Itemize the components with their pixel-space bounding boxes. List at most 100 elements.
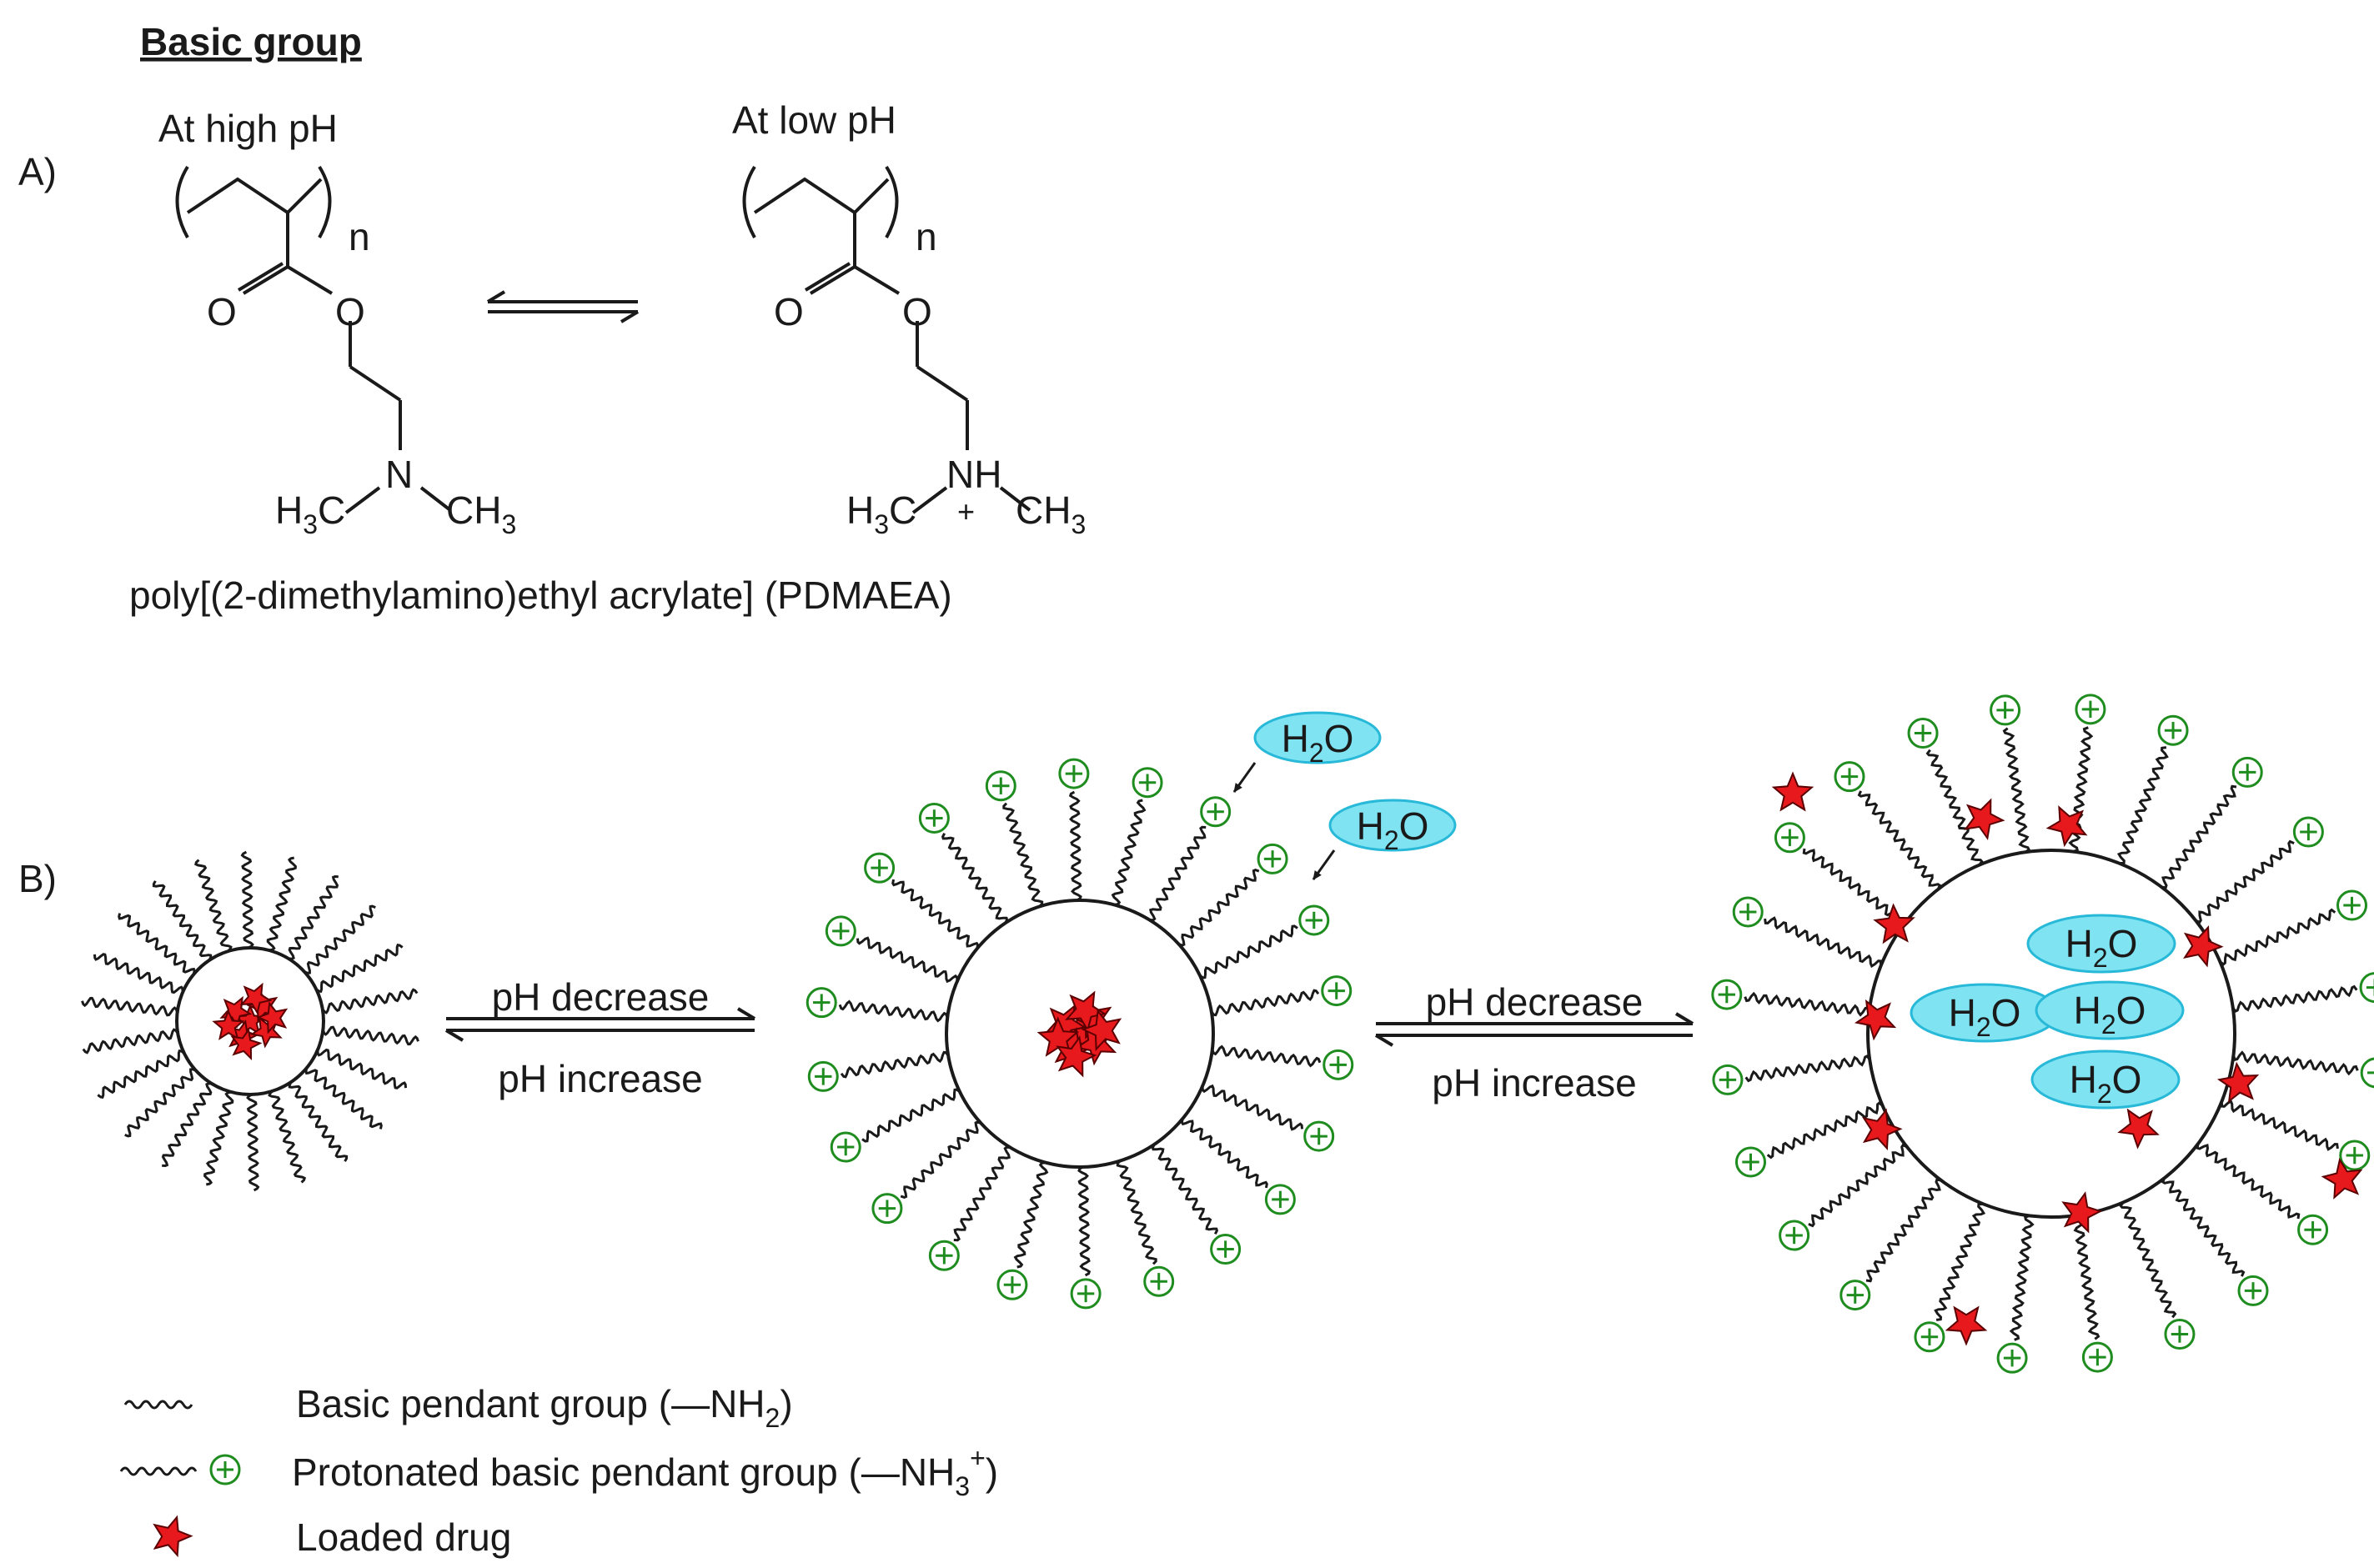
pendant-chain <box>118 913 196 975</box>
pendant-chain <box>82 1028 179 1055</box>
pendant-chain <box>1934 1202 1986 1321</box>
drug-star-icon <box>219 995 253 1029</box>
positive-charge-icon <box>1907 717 1939 749</box>
pendant-chain <box>838 999 949 1023</box>
drug-star-icon <box>1873 903 1915 944</box>
caption-low-ph: At low pH <box>732 98 896 142</box>
positive-charge-icon <box>871 1193 903 1225</box>
water-bubble <box>2035 980 2185 1040</box>
pendant-chain <box>1178 868 1260 947</box>
pendant-chain <box>321 1025 419 1046</box>
pendant-chain <box>1802 848 1907 924</box>
legend-drug-icon <box>153 1515 193 1558</box>
panel-a-label: A) <box>18 150 57 193</box>
carbonyl-oxygen-right: O <box>774 290 804 333</box>
positive-charge-icon <box>1779 1220 1810 1251</box>
drug-star-icon <box>1945 1305 1988 1346</box>
pendant-chain <box>1766 1101 1884 1160</box>
pendant-chain <box>1002 802 1044 908</box>
pendant-chain <box>1857 790 1942 890</box>
drug-star-icon <box>1081 1009 1122 1051</box>
positive-charge-icon <box>918 802 950 834</box>
heading: Basic group <box>140 20 362 63</box>
pendant-chain <box>2231 984 2358 1014</box>
pendant-chain <box>1210 989 1320 1017</box>
positive-charge-icon <box>1990 694 2021 726</box>
pendant-chain <box>1211 1044 1322 1068</box>
panel-b-label: B) <box>18 857 57 900</box>
equilibrium-arrow-1 <box>444 1007 756 1042</box>
carbonyl-oxygen-left: O <box>207 290 237 333</box>
positive-charge-icon <box>1996 1342 2028 1374</box>
arrow1-bottom-label: pH increase <box>498 1057 702 1100</box>
pendant-chain <box>81 996 179 1017</box>
drug-star-icon <box>1854 999 1897 1041</box>
arrow2-top-label: pH decrease <box>1426 980 1644 1024</box>
pendant-chain <box>2002 727 2031 854</box>
positive-charge-icon <box>1264 1184 1296 1215</box>
positive-charge-icon <box>2081 1341 2113 1373</box>
water-bubble-label: H2O <box>2070 1058 2142 1109</box>
pendant-chain <box>246 1093 260 1192</box>
caption-high-ph: At high pH <box>158 107 338 150</box>
positive-charge-icon <box>1200 796 1232 828</box>
released-drugs <box>1771 771 2363 1346</box>
drug-star-icon <box>2117 1108 2160 1150</box>
pendant-chain <box>203 1090 234 1186</box>
positive-charge-icon <box>1914 1321 1945 1353</box>
positive-charge-icon <box>806 987 837 1019</box>
water-bubble <box>2030 1050 2181 1110</box>
pendant-chain <box>93 953 184 994</box>
pendant-chain <box>1077 1165 1092 1277</box>
drug-star-icon <box>2321 1157 2363 1200</box>
positive-charge-icon <box>1132 767 1163 799</box>
positive-charge-icon <box>2237 1275 2269 1306</box>
water-bubble-label: H2O <box>2065 922 2138 973</box>
water-bubble <box>2026 914 2176 974</box>
equilibrium-arrow-2 <box>1374 1012 1694 1047</box>
pdmaea-neutral-structure <box>175 165 452 514</box>
positive-charge-icon <box>2292 816 2324 848</box>
positive-charge-icon <box>807 1060 839 1092</box>
pendant-chain <box>2195 839 2295 924</box>
arrow2-bottom-label: pH increase <box>1432 1061 1636 1105</box>
pendant-chain <box>2219 908 2336 966</box>
pendant-chain <box>266 856 297 952</box>
pendant-chain <box>1764 916 1883 969</box>
pendant-chain <box>161 1082 213 1168</box>
methyl-right-a: CH3 <box>446 488 516 539</box>
polymer-name: poly[(2-dimethylamino)ethyl acrylate] (P… <box>129 574 952 617</box>
positive-charge-icon <box>928 1240 960 1271</box>
pendant-chain <box>288 1081 349 1162</box>
pendant-chain <box>240 850 254 949</box>
drug-star-icon <box>2061 1191 2103 1234</box>
pendant-chain <box>891 879 980 949</box>
legend-protonated-label: Protonated basic pendant group (—NH3+) <box>292 1443 998 1501</box>
pendant-chain <box>194 859 233 953</box>
arrow1-top-label: pH decrease <box>492 975 710 1019</box>
pendant-chain <box>1149 825 1207 922</box>
equilibrium-arrow-structures <box>486 290 640 323</box>
water-bubble-label: H2O <box>1949 991 2021 1042</box>
pendant-chain <box>152 880 213 961</box>
pendant-chain <box>316 1048 407 1090</box>
pendant-chain <box>304 904 376 974</box>
drug-star-icon <box>239 982 273 1015</box>
drug-star-icon <box>1771 771 1814 812</box>
pendant-chain <box>2009 1215 2035 1341</box>
positive-charge-icon <box>1321 975 1353 1007</box>
micelle-core <box>1866 849 2236 1219</box>
positive-charge-icon <box>1143 1265 1175 1297</box>
pendant-chain <box>1199 924 1298 979</box>
pendant-chain <box>304 1067 383 1130</box>
pdmaea-protonated-structure <box>742 165 1031 514</box>
drug-star-icon <box>153 1515 193 1558</box>
micelle-swollen <box>1711 694 2374 1374</box>
pendant-chain <box>2161 784 2237 889</box>
positive-charge-icon <box>1303 1120 1335 1152</box>
legend-neutral-chain-icon <box>123 1400 193 1410</box>
positive-charge: + <box>957 494 975 529</box>
drug-star-icon <box>1862 1108 1903 1151</box>
